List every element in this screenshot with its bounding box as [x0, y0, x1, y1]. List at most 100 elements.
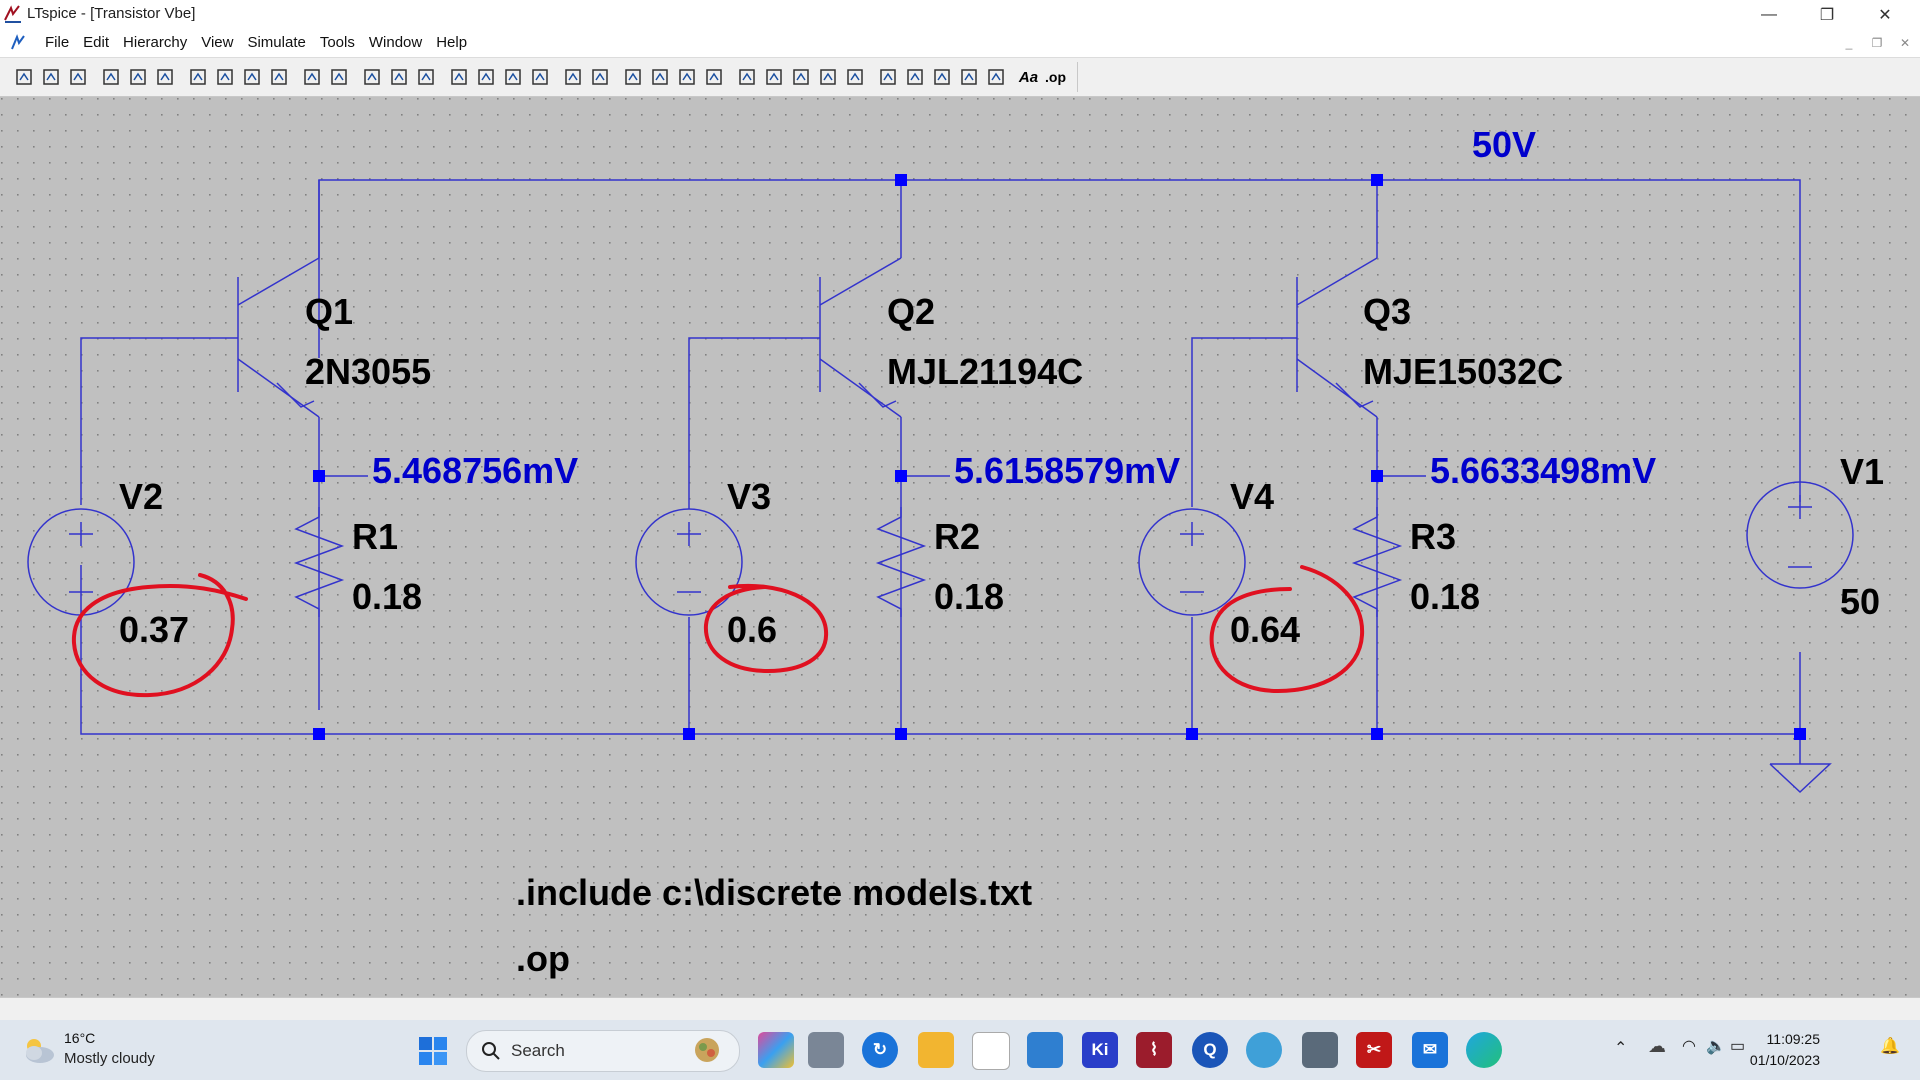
menu-edit[interactable]: Edit: [83, 34, 110, 51]
autorange-icon[interactable]: [325, 63, 352, 91]
tile-vertical-icon[interactable]: [412, 63, 439, 91]
transistor-q1[interactable]: [237, 180, 320, 418]
diode-icon[interactable]: [787, 63, 814, 91]
mirror-icon[interactable]: [982, 63, 1009, 91]
zoom-area-icon[interactable]: [211, 63, 238, 91]
menu-file[interactable]: File: [45, 34, 70, 51]
mail-icon[interactable]: ✉: [1412, 1032, 1448, 1068]
taskbar-search-box[interactable]: Search: [466, 1030, 740, 1072]
notification-bell-icon[interactable]: 🔔: [1880, 1038, 1900, 1055]
menu-view[interactable]: View: [201, 34, 234, 51]
redo-icon[interactable]: [928, 63, 955, 91]
copilot-app-icon[interactable]: [758, 1032, 794, 1068]
v2-value: 0.37: [119, 609, 189, 650]
battery-icon[interactable]: ▭: [1730, 1038, 1746, 1055]
waveform-icon[interactable]: [298, 63, 325, 91]
zoom-in-icon[interactable]: [184, 63, 211, 91]
text-icon[interactable]: Aa: [1018, 68, 1039, 86]
move-icon[interactable]: [841, 63, 868, 91]
voltage-source-v3[interactable]: [635, 508, 743, 616]
zoom-out-icon[interactable]: [238, 63, 265, 91]
kicad-app-icon[interactable]: Ki: [1082, 1032, 1118, 1068]
close-button[interactable]: ✕: [1856, 0, 1914, 29]
q-app-icon[interactable]: Q: [1192, 1032, 1228, 1068]
document-icon[interactable]: [9, 34, 27, 52]
resistor-r1[interactable]: [293, 507, 345, 617]
annotation-circle-v4: [1209, 565, 1365, 694]
voltage-source-v1[interactable]: [1746, 481, 1854, 589]
calculator-icon[interactable]: [1302, 1032, 1338, 1068]
zoom-fit-icon[interactable]: [265, 63, 292, 91]
ltspice-app-icon: [4, 5, 21, 23]
annotation-circle-v2: [71, 573, 248, 698]
onedrive-icon[interactable]: ☁: [1648, 1036, 1666, 1056]
globe-app-icon[interactable]: [1246, 1032, 1282, 1068]
mdi-close-button[interactable]: ✕: [1899, 36, 1911, 50]
menu-help[interactable]: Help: [436, 34, 468, 51]
run-icon[interactable]: [10, 63, 37, 91]
control-panel-icon[interactable]: [97, 63, 124, 91]
menu-simulate[interactable]: Simulate: [247, 34, 306, 51]
edge-browser-icon[interactable]: [1466, 1032, 1502, 1068]
print-icon[interactable]: [559, 63, 586, 91]
resistor-r3[interactable]: [1351, 507, 1403, 617]
ltspice-taskbar-icon[interactable]: ⌇: [1136, 1032, 1172, 1068]
cut-icon[interactable]: [445, 63, 472, 91]
label-net-icon[interactable]: [673, 63, 700, 91]
chevron-up-icon[interactable]: ⌃: [1614, 1040, 1628, 1057]
q2-emitter-voltage: 5.6158579mV: [954, 450, 1180, 491]
mdi-restore-button[interactable]: ❐: [1871, 36, 1883, 50]
resistor-icon[interactable]: [700, 63, 727, 91]
volume-icon[interactable]: 🔈: [1706, 1038, 1726, 1055]
include-directive[interactable]: .include c:\discrete models.txt: [516, 872, 1032, 913]
paste-icon[interactable]: [499, 63, 526, 91]
spice-directive-icon[interactable]: .op: [1045, 69, 1066, 85]
weather-temperature[interactable]: 16°C: [64, 1030, 96, 1046]
print-preview-icon[interactable]: [586, 63, 613, 91]
notepad-app-icon[interactable]: [1027, 1032, 1063, 1068]
r2-ref: R2: [934, 516, 980, 557]
task-view-icon[interactable]: [808, 1032, 844, 1068]
cloud-icon[interactable]: [20, 1034, 56, 1066]
resistor-r2[interactable]: [875, 507, 927, 617]
halt-icon[interactable]: [124, 63, 151, 91]
ground-icon[interactable]: [646, 63, 673, 91]
voltage-source-v4[interactable]: [1138, 508, 1246, 616]
windows-start-icon[interactable]: [418, 1036, 448, 1066]
v4-value: 0.64: [1230, 609, 1300, 650]
file-explorer-icon[interactable]: [918, 1032, 954, 1068]
weather-description[interactable]: Mostly cloudy: [64, 1050, 155, 1067]
menu-tools[interactable]: Tools: [319, 34, 355, 51]
op-directive[interactable]: .op: [516, 938, 570, 979]
copy-icon[interactable]: [472, 63, 499, 91]
tile-horizontal-icon[interactable]: [358, 63, 385, 91]
schematic-canvas[interactable]: 50V Q1 2N3055 Q2 MJL21194C Q3 MJE15032C …: [0, 97, 1920, 997]
q1-ref: Q1: [305, 291, 353, 332]
mdi-minimize-button[interactable]: _: [1845, 36, 1853, 50]
restore-button[interactable]: ❐: [1798, 0, 1856, 29]
undo-icon[interactable]: [901, 63, 928, 91]
wifi-icon[interactable]: ◠: [1682, 1038, 1696, 1055]
clock-date[interactable]: 01/10/2023: [1749, 1052, 1820, 1068]
menu-hierarchy[interactable]: Hierarchy: [123, 34, 188, 51]
rotate-icon[interactable]: [955, 63, 982, 91]
minimize-button[interactable]: —: [1740, 0, 1798, 29]
menu-window[interactable]: Window: [368, 34, 423, 51]
wire-icon[interactable]: [619, 63, 646, 91]
sync-app-icon[interactable]: ↻: [862, 1032, 898, 1068]
pan-icon[interactable]: [151, 63, 178, 91]
find-icon[interactable]: [526, 63, 553, 91]
snipping-tool-icon[interactable]: ✂: [1356, 1032, 1392, 1068]
notepad-file-icon[interactable]: [972, 1032, 1010, 1070]
inductor-icon[interactable]: [760, 63, 787, 91]
save-icon[interactable]: [64, 63, 91, 91]
transistor-q3[interactable]: [1296, 257, 1378, 418]
open-icon[interactable]: [37, 63, 64, 91]
q3-emitter-voltage: 5.6633498mV: [1430, 450, 1656, 491]
transistor-q2[interactable]: [819, 257, 902, 418]
drag-icon[interactable]: [874, 63, 901, 91]
clock-time[interactable]: 11:09:25: [1766, 1031, 1820, 1047]
component-icon[interactable]: [814, 63, 841, 91]
capacitor-icon[interactable]: [733, 63, 760, 91]
cascade-icon[interactable]: [385, 63, 412, 91]
